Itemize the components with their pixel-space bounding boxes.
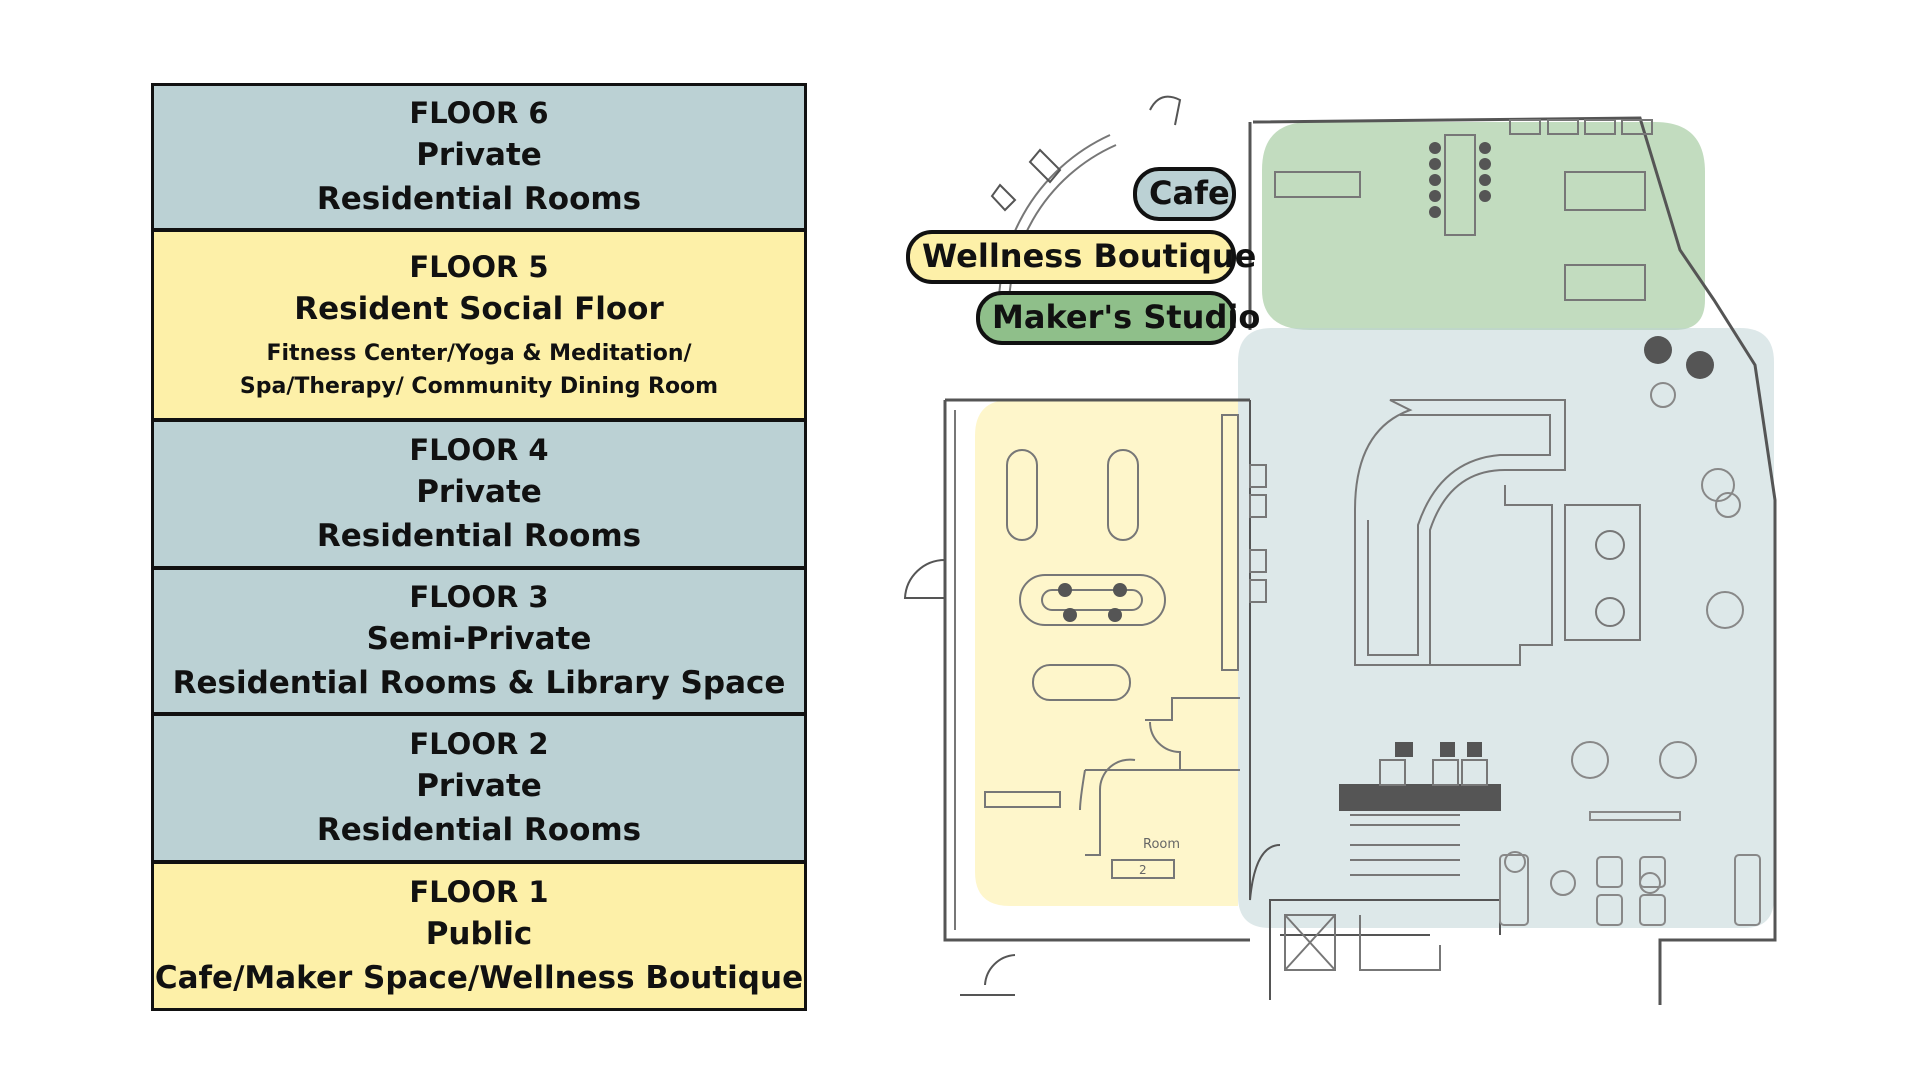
floor-description: Residential Rooms & Library Space: [172, 665, 786, 701]
legend-cafe: Cafe: [1133, 167, 1236, 221]
floor-stack: FLOOR 6 Private Residential Rooms FLOOR …: [151, 83, 807, 1011]
floor-6: FLOOR 6 Private Residential Rooms: [154, 86, 804, 232]
floor-4: FLOOR 4 Private Residential Rooms: [154, 422, 804, 570]
floor-subtitle: Private: [416, 137, 542, 173]
floor-subtitle: Resident Social Floor: [294, 291, 664, 327]
floor-2: FLOOR 2 Private Residential Rooms: [154, 716, 804, 864]
floor-5: FLOOR 5 Resident Social Floor Fitness Ce…: [154, 232, 804, 422]
cafe-zone: [1238, 328, 1774, 928]
floor-1: FLOOR 1 Public Cafe/Maker Space/Wellness…: [154, 864, 804, 1008]
maker-studio-zone: [1262, 122, 1705, 330]
floor-subtitle: Semi-Private: [366, 621, 592, 657]
room-label: Room: [1143, 837, 1180, 852]
floor-3: FLOOR 3 Semi-Private Residential Rooms &…: [154, 570, 804, 716]
legend-wellness-boutique: Wellness Boutique: [906, 230, 1256, 284]
floor-description-line-2: Spa/Therapy/ Community Dining Room: [239, 374, 719, 399]
floor-description: Residential Rooms: [316, 181, 642, 217]
floor-subtitle: Private: [416, 474, 542, 510]
floor-title: FLOOR 6: [409, 96, 549, 130]
floor-description: Cafe/Maker Space/Wellness Boutique: [154, 960, 804, 996]
room-number: 2: [1139, 863, 1147, 877]
floor-description: Residential Rooms: [316, 812, 642, 848]
floor-description-line-1: Fitness Center/Yoga & Meditation/: [266, 341, 692, 366]
floor-subtitle: Public: [425, 916, 533, 952]
legend-makers-studio: Maker's Studio: [976, 291, 1260, 345]
floor-title: FLOOR 2: [409, 727, 549, 761]
floor-title: FLOOR 3: [409, 580, 549, 614]
floor-subtitle: Private: [416, 768, 542, 804]
wellness-boutique-zone: [975, 400, 1238, 906]
floor-title: FLOOR 4: [409, 433, 549, 467]
floor-description: Residential Rooms: [316, 518, 642, 554]
floor-title: FLOOR 5: [409, 250, 549, 284]
floor-title: FLOOR 1: [409, 875, 549, 909]
